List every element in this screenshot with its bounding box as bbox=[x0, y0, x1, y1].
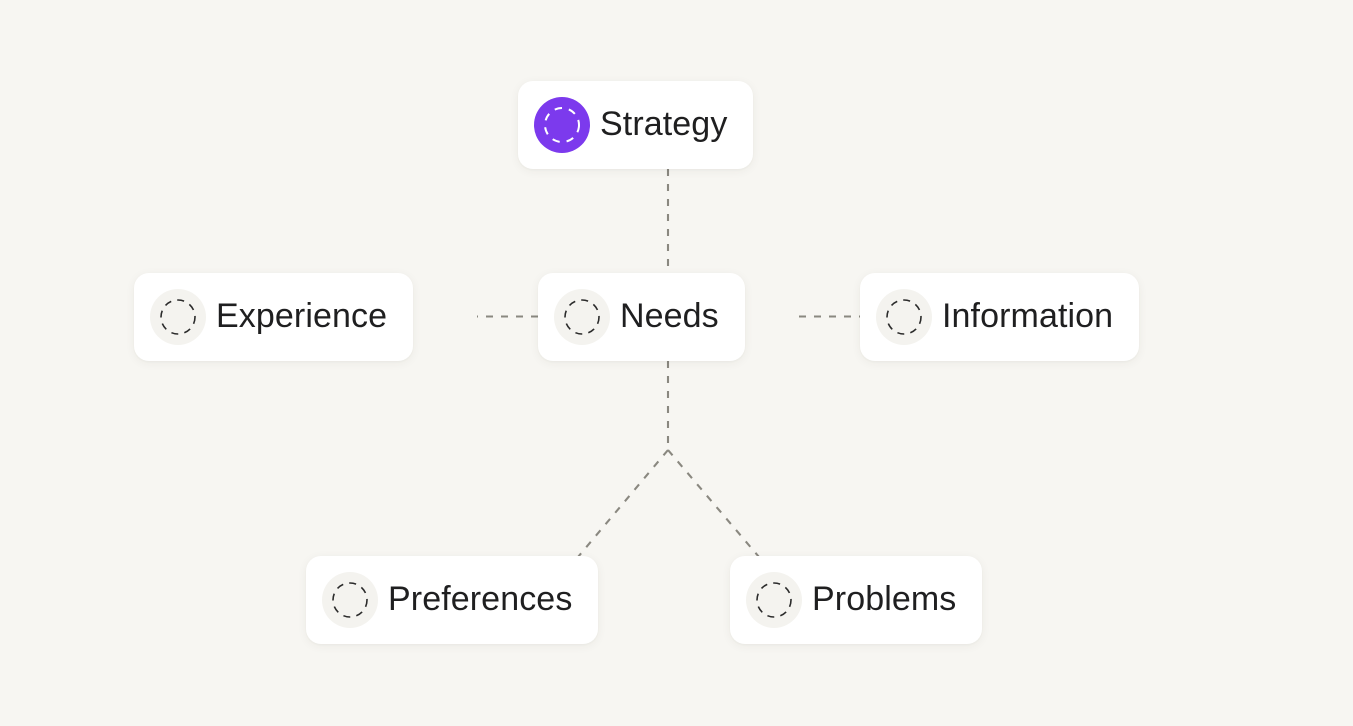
dashed-circle-icon bbox=[746, 572, 802, 628]
node-problems[interactable]: Problems bbox=[730, 556, 983, 644]
node-experience-label: Experience bbox=[216, 296, 388, 335]
node-experience[interactable]: Experience bbox=[134, 273, 414, 361]
dashed-circle-icon bbox=[554, 289, 610, 345]
connector-needs-problems bbox=[667, 449, 760, 558]
connector-needs-preferences bbox=[577, 449, 669, 558]
dashed-circle-icon bbox=[534, 97, 590, 153]
node-information[interactable]: Information bbox=[860, 273, 1140, 361]
node-information-label: Information bbox=[942, 296, 1114, 335]
dashed-circle-icon bbox=[876, 289, 932, 345]
node-problems-label: Problems bbox=[812, 579, 957, 618]
node-strategy[interactable]: Strategy bbox=[518, 81, 754, 169]
dashed-circle-icon bbox=[322, 572, 378, 628]
node-preferences[interactable]: Preferences bbox=[306, 556, 599, 644]
node-strategy-label: Strategy bbox=[600, 104, 728, 143]
node-preferences-label: Preferences bbox=[388, 579, 573, 618]
node-needs-label: Needs bbox=[620, 296, 719, 335]
node-needs[interactable]: Needs bbox=[538, 273, 745, 361]
dashed-circle-icon bbox=[150, 289, 206, 345]
